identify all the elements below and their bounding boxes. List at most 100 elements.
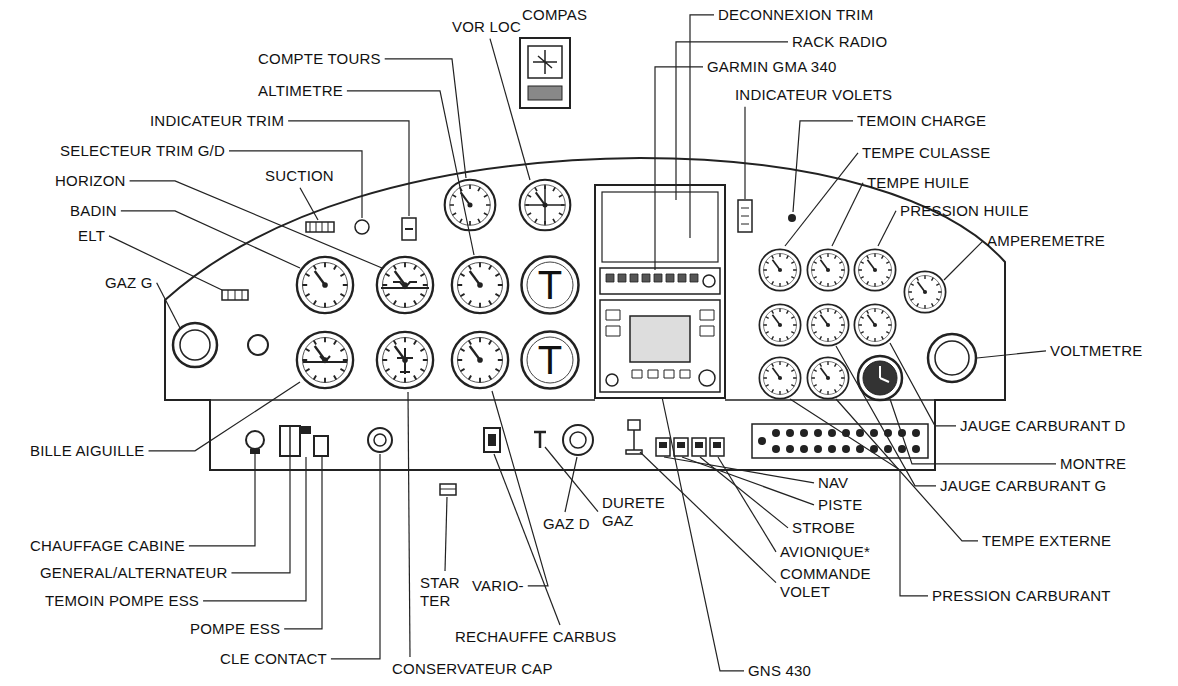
oil-temp-gauge — [807, 249, 848, 290]
throttle-knob — [563, 425, 593, 455]
callout-label: VARIO- — [472, 577, 524, 595]
clock-face — [863, 361, 897, 395]
circuit-breaker — [814, 445, 822, 453]
circuit-breaker — [758, 437, 766, 445]
gps-knob — [606, 374, 618, 386]
callout-label: BADIN — [70, 202, 117, 220]
panel-ledge — [210, 399, 595, 401]
gps-buttons — [606, 310, 714, 378]
leader-line — [157, 283, 180, 328]
trim-selector — [355, 220, 369, 234]
compass-housing — [520, 38, 570, 108]
leader-line — [130, 181, 382, 268]
clock-hands — [880, 366, 889, 382]
cabin-heat-knob — [246, 431, 264, 449]
circuit-breaker — [912, 429, 920, 437]
master-switch — [289, 426, 291, 456]
callout-label: NAV — [818, 474, 848, 492]
panel-ledge — [725, 399, 935, 401]
ammeter — [904, 271, 945, 312]
instrument-mark: T — [520, 330, 580, 390]
attitude-indicator — [377, 257, 433, 313]
suction-gauge — [310, 222, 328, 232]
circuit-breaker — [912, 445, 920, 453]
callout-label: POMPE ESS — [190, 620, 280, 638]
callout-label: GAZ G — [105, 274, 153, 292]
circuit-breaker — [898, 445, 906, 453]
carb-heat-control — [484, 428, 500, 452]
rocker-switches — [659, 442, 721, 448]
leader-line — [890, 343, 956, 426]
callout-label: PRESSION CARBURANT — [932, 587, 1111, 605]
leader-line — [944, 241, 983, 280]
leader-line — [189, 451, 255, 546]
callout-label: RECHAUFFE CARBUS — [455, 628, 617, 646]
vor-indicator — [520, 180, 571, 231]
leader-line — [664, 457, 814, 483]
callout-label: PRESSION HUILE — [900, 202, 1029, 220]
flap-lever — [626, 420, 642, 454]
instrument-mark: T — [520, 255, 580, 315]
throttle-friction — [534, 432, 546, 448]
leader-line — [545, 447, 598, 512]
callout-label: COMPTE TOURS — [258, 50, 381, 68]
gps-screen — [630, 316, 690, 362]
circuit-breaker — [772, 429, 780, 437]
callout-label: CLE CONTACT — [220, 650, 327, 668]
heading-indicator — [377, 332, 433, 388]
carb-heat-control — [488, 434, 496, 446]
callout-label: ALTIMETRE — [258, 82, 343, 100]
leader-line — [640, 452, 776, 583]
flap-indicator — [741, 208, 749, 224]
callout-label: AMPEREMETRE — [987, 232, 1105, 250]
radio-rack-slot — [602, 192, 718, 262]
gps-unit — [600, 300, 720, 392]
throttle-knob — [173, 323, 217, 367]
starter-button — [440, 484, 456, 495]
fuel-gauge-left — [807, 304, 848, 345]
voltmeter-gauge — [759, 304, 800, 345]
leader-line — [445, 497, 447, 571]
leader-line — [655, 67, 703, 270]
leader-line — [832, 183, 863, 246]
gps-knob — [699, 370, 715, 386]
tachometer — [445, 180, 496, 231]
callout-label: CHAUFFAGE CABINE — [30, 537, 185, 555]
callout-label: GENERAL/ALTERNATEUR — [40, 564, 227, 582]
rocker-switches — [656, 438, 724, 456]
throttle-knob — [570, 432, 586, 448]
leader-line — [700, 457, 788, 528]
circuit-breaker — [856, 429, 864, 437]
leader-line — [331, 454, 380, 659]
flap-indicator — [738, 200, 752, 232]
compass-card — [533, 50, 557, 74]
callout-label: BILLE AIGUILLE — [30, 442, 145, 460]
altimeter — [452, 257, 508, 313]
outside-temp-gauge — [807, 357, 848, 398]
callout-label: GARMIN GMA 340 — [707, 58, 837, 76]
suction-gauge — [306, 222, 334, 232]
clock — [858, 356, 902, 400]
callout-label: STAR TER — [420, 574, 468, 609]
leader-line — [662, 397, 744, 671]
horizon-bar — [381, 282, 429, 288]
leader-line — [977, 351, 1046, 358]
circuit-breaker — [870, 429, 878, 437]
circuit-breaker — [842, 445, 850, 453]
voltmeter-knob — [928, 334, 976, 382]
callout-label: MONTRE — [1060, 455, 1126, 473]
callout-label: SELECTEUR TRIM G/D — [60, 142, 225, 160]
master-switch — [280, 426, 300, 456]
turn-coordinator — [297, 332, 353, 388]
callout-label: VOLTMETRE — [1050, 342, 1142, 360]
leader-line — [492, 391, 548, 586]
audio-panel-buttons — [606, 274, 698, 282]
leader-line — [231, 457, 290, 573]
circuit-breaker — [814, 429, 822, 437]
callout-label: TEMPE EXTERNE — [982, 532, 1111, 550]
heading-aircraft — [397, 348, 413, 374]
circuit-breaker — [786, 445, 794, 453]
leader-line — [878, 211, 896, 246]
callout-label: DECONNEXION TRIM — [718, 6, 873, 24]
